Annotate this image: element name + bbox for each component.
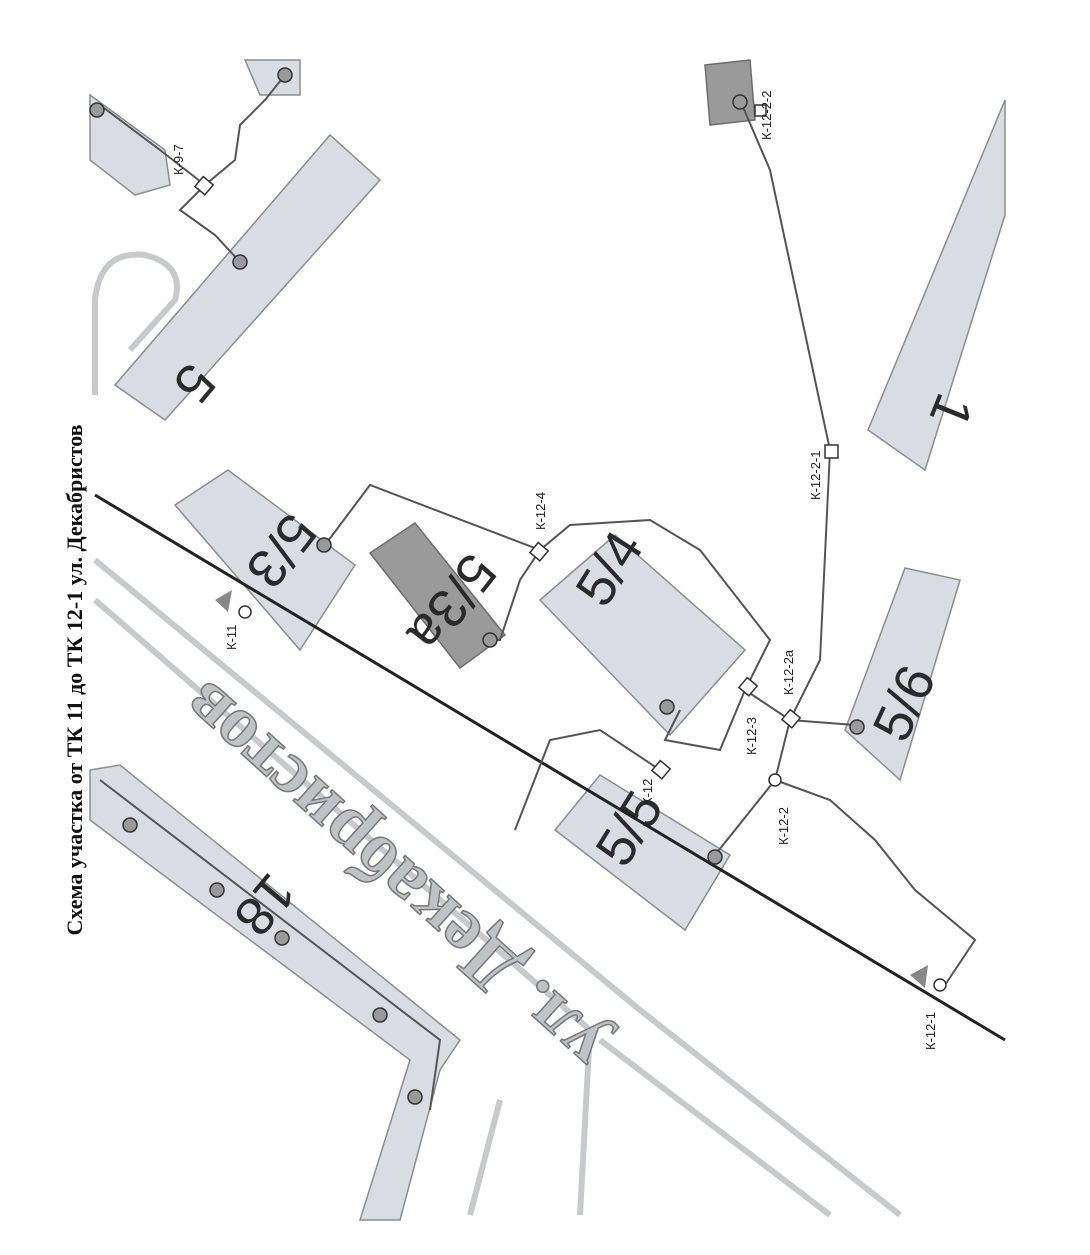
pipeline xyxy=(514,728,661,831)
pipeline xyxy=(99,779,442,1111)
roads xyxy=(92,251,902,1218)
consumer-node xyxy=(372,1007,388,1023)
label-k-9-7: К-9-7 xyxy=(171,144,186,175)
building-18 xyxy=(89,764,462,1221)
building-5-4 xyxy=(538,534,747,737)
pipeline xyxy=(774,779,977,986)
building-5-5 xyxy=(553,774,732,932)
label-k-12-2-2: К-12-2-2 xyxy=(759,91,774,140)
road-loop xyxy=(92,251,180,395)
consumer-node xyxy=(209,882,225,898)
chamber-k-12-1 xyxy=(933,978,947,992)
road-edge xyxy=(598,1037,832,1218)
consumer-node xyxy=(849,719,865,735)
chamber-k-12-2 xyxy=(768,773,782,787)
label-k-11: К-11 xyxy=(224,625,239,650)
road-edge xyxy=(93,597,594,1216)
building-5-6 xyxy=(844,567,961,782)
consumer-node xyxy=(316,537,332,553)
label-k-12-2a: К-12-2а xyxy=(781,649,796,695)
chamber-k-12 xyxy=(650,759,672,780)
chamber-k-12-2-2 xyxy=(754,104,767,117)
pipeline xyxy=(99,104,206,186)
chamber-labels: К-9-7 К-12-2-2 К-12-2-1 К-12-4 К-11 К-12… xyxy=(171,91,938,1050)
road-edge xyxy=(467,1099,503,1216)
pipeline xyxy=(744,689,856,726)
pipeline xyxy=(714,779,776,856)
pipeline xyxy=(739,99,832,781)
label-k-12-3: К-12-3 xyxy=(744,717,759,755)
label-k-12: К-12 xyxy=(640,779,655,805)
consumer-node xyxy=(482,632,498,648)
building-5-3 xyxy=(173,469,357,652)
map-title: Схема участка от ТК 11 до ТК 12-1 ул. Де… xyxy=(62,424,87,935)
pipeline xyxy=(324,483,542,641)
consumer-node xyxy=(732,94,748,110)
consumer-node xyxy=(407,1089,423,1105)
chambers xyxy=(193,104,947,992)
pipeline xyxy=(539,518,772,752)
building-5-3a xyxy=(368,521,507,670)
road-edge xyxy=(93,557,902,1218)
consumer-node xyxy=(659,699,675,715)
building-5 xyxy=(113,133,382,421)
consumer-node xyxy=(89,102,105,118)
chamber-k-11 xyxy=(238,605,252,619)
pipeline xyxy=(178,74,286,263)
buildings xyxy=(89,59,1006,1221)
label-k-12-1: К-12-1 xyxy=(923,1012,938,1050)
chamber-k-9-7 xyxy=(193,175,215,196)
consumer-node xyxy=(232,254,248,270)
label-k-12-2: К-12-2 xyxy=(776,807,791,845)
consumer-node xyxy=(122,817,138,833)
building xyxy=(89,93,171,196)
consumer-nodes xyxy=(89,67,865,1105)
arrow-icon xyxy=(910,965,928,988)
label-k-12-2-1: К-12-2-1 xyxy=(808,451,823,500)
main-pipeline xyxy=(94,493,1006,1042)
chamber-k-12-2-1 xyxy=(824,444,839,459)
consumer-node xyxy=(277,67,293,83)
chamber-k-12-2a xyxy=(780,708,802,729)
chamber-k-12-4 xyxy=(528,541,550,562)
building-1 xyxy=(867,99,1006,472)
pipelines xyxy=(94,74,1006,1111)
label-k-12-4: К-12-4 xyxy=(533,492,548,530)
consumer-node xyxy=(274,930,290,946)
consumer-node xyxy=(707,849,723,865)
building-labels: 5 1 5/3 5/3а 5/4 5/5 5/6 18 xyxy=(161,352,984,947)
chamber-k-12-3 xyxy=(737,676,759,697)
arrow-icon xyxy=(215,590,232,612)
